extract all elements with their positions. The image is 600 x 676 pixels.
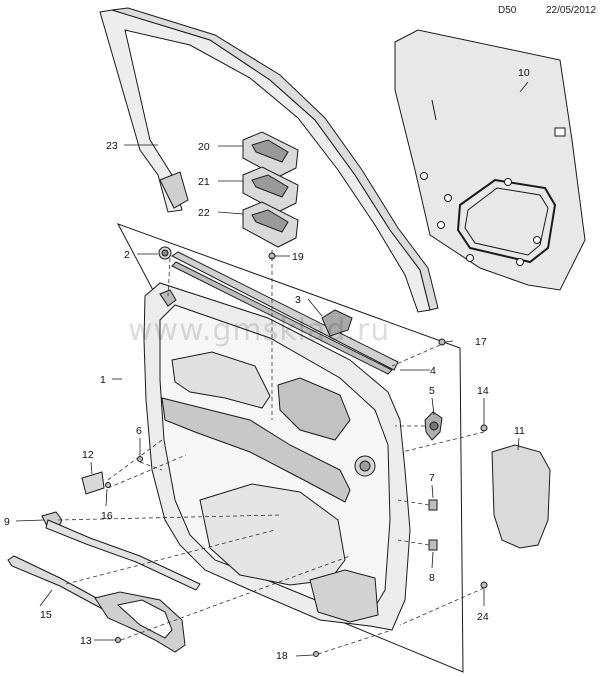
callout-16: 16 bbox=[101, 510, 113, 522]
fastener-16 bbox=[105, 482, 111, 488]
callout-13: 13 bbox=[80, 635, 92, 647]
fastener-14 bbox=[480, 424, 488, 432]
leader-lines bbox=[15, 81, 529, 657]
callout-1: 1 bbox=[100, 374, 106, 386]
callout-8: 8 bbox=[429, 572, 435, 584]
callout-20: 20 bbox=[198, 141, 210, 153]
fastener-24 bbox=[480, 581, 488, 589]
part-9-trim-strip bbox=[45, 519, 201, 591]
callout-5: 5 bbox=[429, 385, 435, 397]
callout-9: 9 bbox=[4, 516, 10, 528]
fastener-6 bbox=[137, 456, 143, 462]
callout-14: 14 bbox=[477, 385, 489, 397]
part-11-sound-pad bbox=[491, 444, 551, 549]
part-4-belt-strip bbox=[171, 251, 399, 375]
fastener-7 bbox=[428, 499, 438, 511]
part-15-lower-trim bbox=[7, 555, 186, 653]
part-10-water-shield bbox=[394, 29, 586, 291]
watermark: www.gmsklad.ru bbox=[128, 313, 390, 348]
callout-2: 2 bbox=[124, 249, 130, 261]
fastener-13 bbox=[115, 637, 121, 643]
callout-10: 10 bbox=[518, 67, 530, 79]
part-5-speaker bbox=[424, 411, 443, 441]
callout-12: 12 bbox=[82, 449, 94, 461]
part-21-switch bbox=[242, 166, 299, 213]
callout-7: 7 bbox=[429, 472, 435, 484]
part-12-clip bbox=[81, 471, 105, 495]
callout-21: 21 bbox=[198, 176, 210, 188]
callout-4: 4 bbox=[430, 365, 436, 377]
callout-17: 17 bbox=[475, 336, 487, 348]
callout-23: 23 bbox=[106, 140, 118, 152]
callout-22: 22 bbox=[198, 207, 210, 219]
fastener-8 bbox=[428, 539, 438, 551]
callout-18: 18 bbox=[276, 650, 288, 662]
callout-6: 6 bbox=[136, 425, 142, 437]
diagram-code: D50 bbox=[498, 5, 517, 16]
part-20-switch bbox=[242, 131, 299, 178]
callout-19: 19 bbox=[292, 251, 304, 263]
diagram-date: 22/05/2012 bbox=[546, 5, 597, 16]
part-23-frame-trim bbox=[99, 7, 439, 313]
callout-labels: 1 2 3 4 5 6 7 8 9 10 11 12 13 14 15 16 1… bbox=[4, 67, 530, 662]
callout-15: 15 bbox=[40, 609, 52, 621]
fasteners bbox=[105, 252, 488, 657]
part-2-grommet bbox=[158, 246, 172, 260]
fastener-17 bbox=[438, 338, 446, 346]
part-3-tweeter-grille bbox=[321, 309, 353, 337]
fastener-18 bbox=[313, 651, 319, 657]
assembly-guides bbox=[57, 250, 485, 655]
callout-24: 24 bbox=[477, 611, 489, 623]
part-1-door-trim-panel bbox=[143, 282, 411, 631]
part-22-switch bbox=[242, 201, 299, 248]
callout-3: 3 bbox=[295, 294, 301, 306]
callout-11: 11 bbox=[514, 425, 525, 437]
